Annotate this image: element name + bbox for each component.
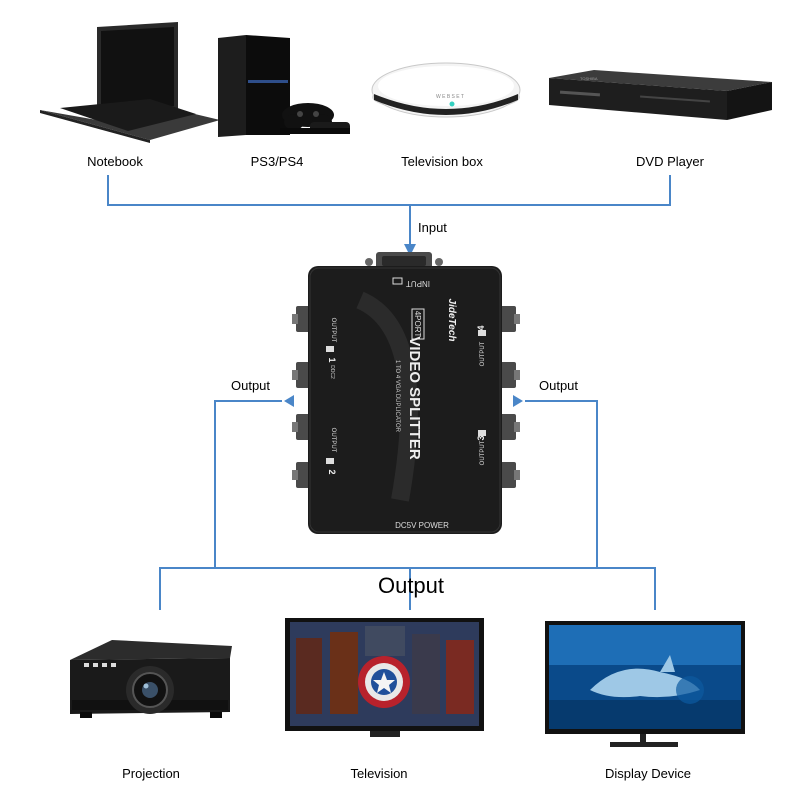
output-left-label: Output	[231, 378, 271, 393]
device-power-text: DC5V POWER	[395, 521, 449, 530]
device-output1-text: OUTPUT	[330, 318, 336, 343]
input-bus-line	[107, 175, 671, 206]
source-label-dvd: DVD Player	[636, 154, 704, 169]
output-left-line	[214, 400, 282, 568]
output-label-television: Television	[350, 766, 408, 781]
device-output1-num: 1	[327, 357, 337, 362]
right-vga-ports	[500, 306, 520, 488]
source-label-ps: PS3/PS4	[250, 154, 304, 169]
device-brand-text: JideTech	[446, 299, 457, 342]
display-monitor-icon	[545, 621, 745, 747]
output-bus-line	[159, 567, 656, 610]
output-right-label: Output	[539, 378, 579, 393]
tv-box-icon: W E B S E T	[371, 62, 521, 118]
device-output1-note: DDC2	[329, 365, 335, 379]
device-subtitle-text: 1 TO 4 VGA DUPLICATOR	[394, 360, 400, 433]
svg-text:W E B S E T: W E B S E T	[436, 94, 464, 100]
device-output3-text: OUTPUT	[480, 440, 486, 465]
svg-text:TOSHIBA: TOSHIBA	[580, 76, 598, 81]
device-output3-num: 3	[476, 435, 486, 440]
projector-icon	[70, 640, 232, 718]
output-right-arrow-head	[513, 395, 523, 407]
device-input-text: INPUT	[406, 279, 430, 288]
notebook-icon	[40, 22, 220, 143]
source-label-tv-box: Television box	[401, 154, 483, 169]
device-title-text: VIDEO SPLITTER	[406, 336, 423, 460]
device-output2-num: 2	[327, 469, 337, 474]
device-badge-text: 4PORT	[413, 311, 422, 338]
output-main-label: Output	[377, 573, 445, 598]
source-label-notebook: Notebook	[87, 154, 143, 169]
device-output2-text: OUTPUT	[330, 428, 336, 453]
input-label: Input	[418, 220, 447, 235]
device-output4-num: 4	[476, 325, 486, 330]
dvd-player-icon: TOSHIBA	[549, 70, 772, 120]
output-left-arrow-head	[284, 395, 294, 407]
device-output4-text: OUTPUT	[480, 341, 486, 366]
game-console-icon	[218, 35, 350, 137]
input-arrow-head	[404, 244, 416, 256]
output-label-display: Display Device	[605, 766, 691, 781]
television-icon	[285, 618, 484, 737]
vga-splitter-device: INPUT JideTech 4PORT VIDEO SPLITTER 1 TO…	[292, 252, 520, 534]
output-right-line	[525, 400, 598, 568]
output-label-projection: Projection	[122, 766, 180, 781]
